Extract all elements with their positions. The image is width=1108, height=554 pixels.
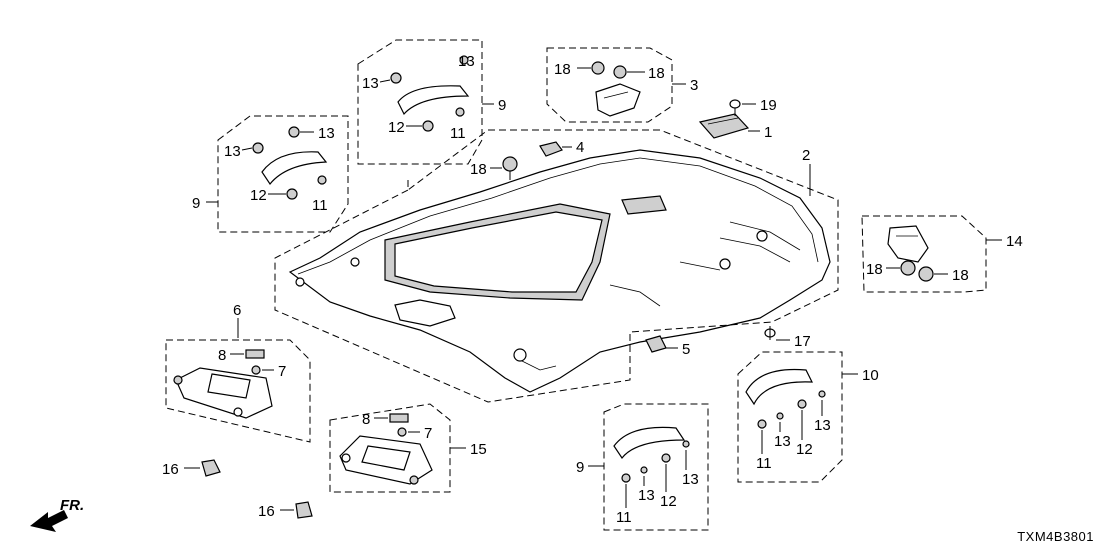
group-14-box — [861, 215, 987, 293]
clip-part — [539, 141, 563, 157]
clip-part — [502, 156, 518, 180]
headliner-part — [288, 149, 831, 393]
callout-16-a: 16 — [162, 461, 179, 478]
sun-visor-part — [173, 367, 273, 419]
screw-part — [729, 99, 741, 116]
callout-13-a: 13 — [362, 75, 379, 92]
callout-1: 1 — [764, 124, 772, 141]
callout-13-g: 13 — [774, 433, 791, 450]
front-direction-label: FR. — [60, 497, 84, 514]
callout-7-a: 7 — [278, 363, 286, 380]
clip-part — [591, 61, 627, 79]
map-light-part — [595, 83, 641, 117]
front-direction-arrow-icon — [30, 510, 68, 532]
callout-18-b: 18 — [648, 65, 665, 82]
callout-13-f: 13 — [682, 471, 699, 488]
screw-part — [764, 326, 776, 340]
bracket-part — [698, 113, 750, 139]
callout-11-b: 11 — [312, 197, 328, 214]
callout-13-d: 13 — [318, 125, 335, 142]
clip-part — [621, 473, 631, 483]
callout-7-b: 7 — [424, 425, 432, 442]
callout-19: 19 — [760, 97, 777, 114]
clip-part — [422, 120, 434, 132]
clip-part — [900, 260, 916, 276]
callout-11-c: 11 — [616, 509, 632, 526]
callout-18-a: 18 — [554, 61, 571, 78]
clip-part — [397, 427, 407, 437]
callout-2: 2 — [802, 147, 810, 164]
clip-part — [295, 501, 313, 519]
pad-part — [245, 349, 265, 359]
callout-9-c: 9 — [576, 459, 584, 476]
callout-9-a: 9 — [498, 97, 506, 114]
clip-part — [251, 365, 261, 375]
clip-part — [459, 55, 469, 65]
group-6-box — [165, 339, 311, 443]
bracket-part — [887, 225, 929, 263]
callout-10: 10 — [862, 367, 879, 384]
callout-6: 6 — [233, 302, 241, 319]
sun-visor-part — [339, 435, 433, 485]
headliner-group-box — [274, 129, 839, 403]
callout-11-a: 11 — [450, 125, 466, 142]
clip-part — [757, 419, 767, 429]
group-9-top-box — [357, 39, 483, 165]
clip-part — [797, 399, 807, 409]
diagram-reference-code: TXM4B3801 — [1017, 529, 1094, 544]
callout-12-c: 12 — [660, 493, 677, 510]
callout-14: 14 — [1006, 233, 1023, 250]
group-3-box — [546, 47, 673, 123]
callout-13-e: 13 — [638, 487, 655, 504]
callout-3: 3 — [690, 77, 698, 94]
callout-12-d: 12 — [796, 441, 813, 458]
callout-16-b: 16 — [258, 503, 275, 520]
grab-handle-part — [397, 85, 470, 116]
callout-8-b: 8 — [362, 411, 370, 428]
callout-17: 17 — [794, 333, 811, 350]
group-10-box — [737, 351, 843, 483]
callout-15: 15 — [470, 441, 487, 458]
callout-5: 5 — [682, 341, 690, 358]
callout-12-b: 12 — [250, 187, 267, 204]
callout-11-d: 11 — [756, 455, 772, 472]
callout-12-a: 12 — [388, 119, 405, 136]
callout-9-b: 9 — [192, 195, 200, 212]
clip-part — [640, 466, 648, 474]
clip-part — [390, 72, 402, 84]
pad-part — [389, 413, 409, 423]
grab-handle-part — [613, 426, 686, 460]
clip-part — [918, 266, 934, 282]
callout-8-a: 8 — [218, 347, 226, 364]
clip-part — [286, 188, 298, 200]
callout-13-b: 13 — [458, 53, 475, 70]
clip-part — [252, 142, 264, 154]
callout-18-c: 18 — [470, 161, 487, 178]
group-9-left-box — [217, 115, 349, 233]
grab-handle-part — [261, 151, 328, 186]
group-15-box — [329, 403, 451, 493]
callout-4: 4 — [576, 139, 584, 156]
clip-part — [776, 412, 784, 420]
clip-part — [455, 107, 465, 117]
group-9-bottom-box — [603, 403, 709, 531]
clip-part — [201, 459, 221, 477]
clip-part — [317, 175, 327, 185]
callout-13-c: 13 — [224, 143, 241, 160]
callout-18-e: 18 — [952, 267, 969, 284]
callout-18-d: 18 — [866, 261, 883, 278]
callout-13-h: 13 — [814, 417, 831, 434]
clip-part — [288, 126, 300, 138]
clip-part — [818, 390, 826, 398]
clip-part — [661, 453, 671, 463]
clip-part — [682, 440, 690, 448]
grab-handle-part — [745, 368, 813, 406]
